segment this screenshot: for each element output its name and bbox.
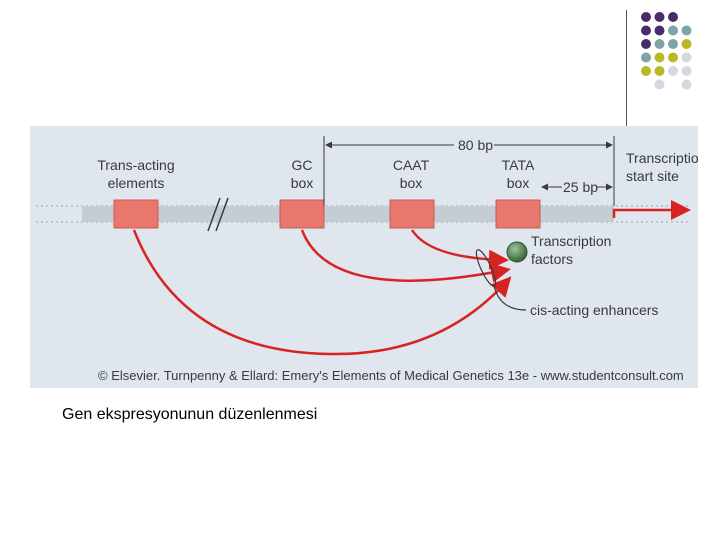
distance-25bp-label: 25 bp xyxy=(563,179,598,195)
tata-box xyxy=(495,199,541,229)
label-bg-25bp xyxy=(562,178,596,196)
decorative-vertical-line xyxy=(626,10,627,126)
interaction-arrows xyxy=(132,229,512,356)
strand-break-mark xyxy=(207,197,229,232)
transcription-start-label-line2: start site xyxy=(626,168,679,184)
decorative-dot xyxy=(681,66,692,76)
decorative-dot xyxy=(641,12,651,22)
decorative-dot xyxy=(668,12,678,22)
gc-box-label-line1: GC xyxy=(292,157,313,173)
tata-box-label-line1: TATA xyxy=(502,157,535,173)
decorative-dot xyxy=(668,52,678,63)
trans-acting-label-line1: Trans-acting xyxy=(97,157,174,173)
decorative-dot xyxy=(681,25,692,36)
decorative-dot xyxy=(654,25,665,36)
decorative-dot xyxy=(654,52,665,63)
slide-caption: Gen ekspresyonunun düzenlenmesi xyxy=(62,406,318,423)
transcription-start-arrow xyxy=(612,200,691,220)
decorative-dot xyxy=(641,52,651,63)
transcription-factor-ball xyxy=(506,241,528,263)
decorative-dot xyxy=(681,52,692,63)
cis-acting-leader xyxy=(493,285,527,311)
caat-box-label-line1: CAAT xyxy=(393,157,430,173)
transcription-start-label-line1: Transcription xyxy=(626,150,698,166)
decorative-dot xyxy=(641,66,651,76)
decorative-dot xyxy=(681,39,692,49)
decorative-dot xyxy=(654,39,665,49)
transcription-factors-label-line1: Transcription xyxy=(531,233,611,249)
caat-to-factor-arrow xyxy=(410,229,509,270)
cis-acting-enhancers-label: cis-acting enhancers xyxy=(530,302,658,318)
enhancer-loop xyxy=(475,249,497,287)
transcription-factors-label-line2: factors xyxy=(531,251,573,267)
caat-box xyxy=(389,199,435,229)
distance-80bp-label: 80 bp xyxy=(458,137,493,153)
decorative-dot xyxy=(654,79,665,90)
trans-acting-to-factor-arrow xyxy=(132,229,512,356)
gc-to-factor-arrow xyxy=(300,229,511,283)
decorative-dot xyxy=(668,25,678,36)
decorative-dot xyxy=(668,66,678,76)
decorative-dot xyxy=(641,39,651,49)
copyright-text: © Elsevier. Turnpenny & Ellard: Emery's … xyxy=(98,368,684,383)
decorative-dot xyxy=(654,66,665,76)
label-bg-80bp xyxy=(454,136,494,154)
trans-acting-label-line2: elements xyxy=(108,175,165,191)
decorative-dot xyxy=(668,39,678,49)
tata-box-label-line2: box xyxy=(507,175,530,191)
trans-acting-element-box xyxy=(113,199,159,229)
decorative-dot-grid xyxy=(641,12,692,90)
gene-regulation-diagram: 80 bp 25 bp Trans-acting elements GC box… xyxy=(30,126,698,388)
gc-box-label-line2: box xyxy=(291,175,314,191)
caat-box-label-line2: box xyxy=(400,175,423,191)
decorative-dot xyxy=(641,25,651,36)
decorative-dot xyxy=(681,79,692,90)
gc-box xyxy=(279,199,325,229)
decorative-dot xyxy=(654,12,665,22)
